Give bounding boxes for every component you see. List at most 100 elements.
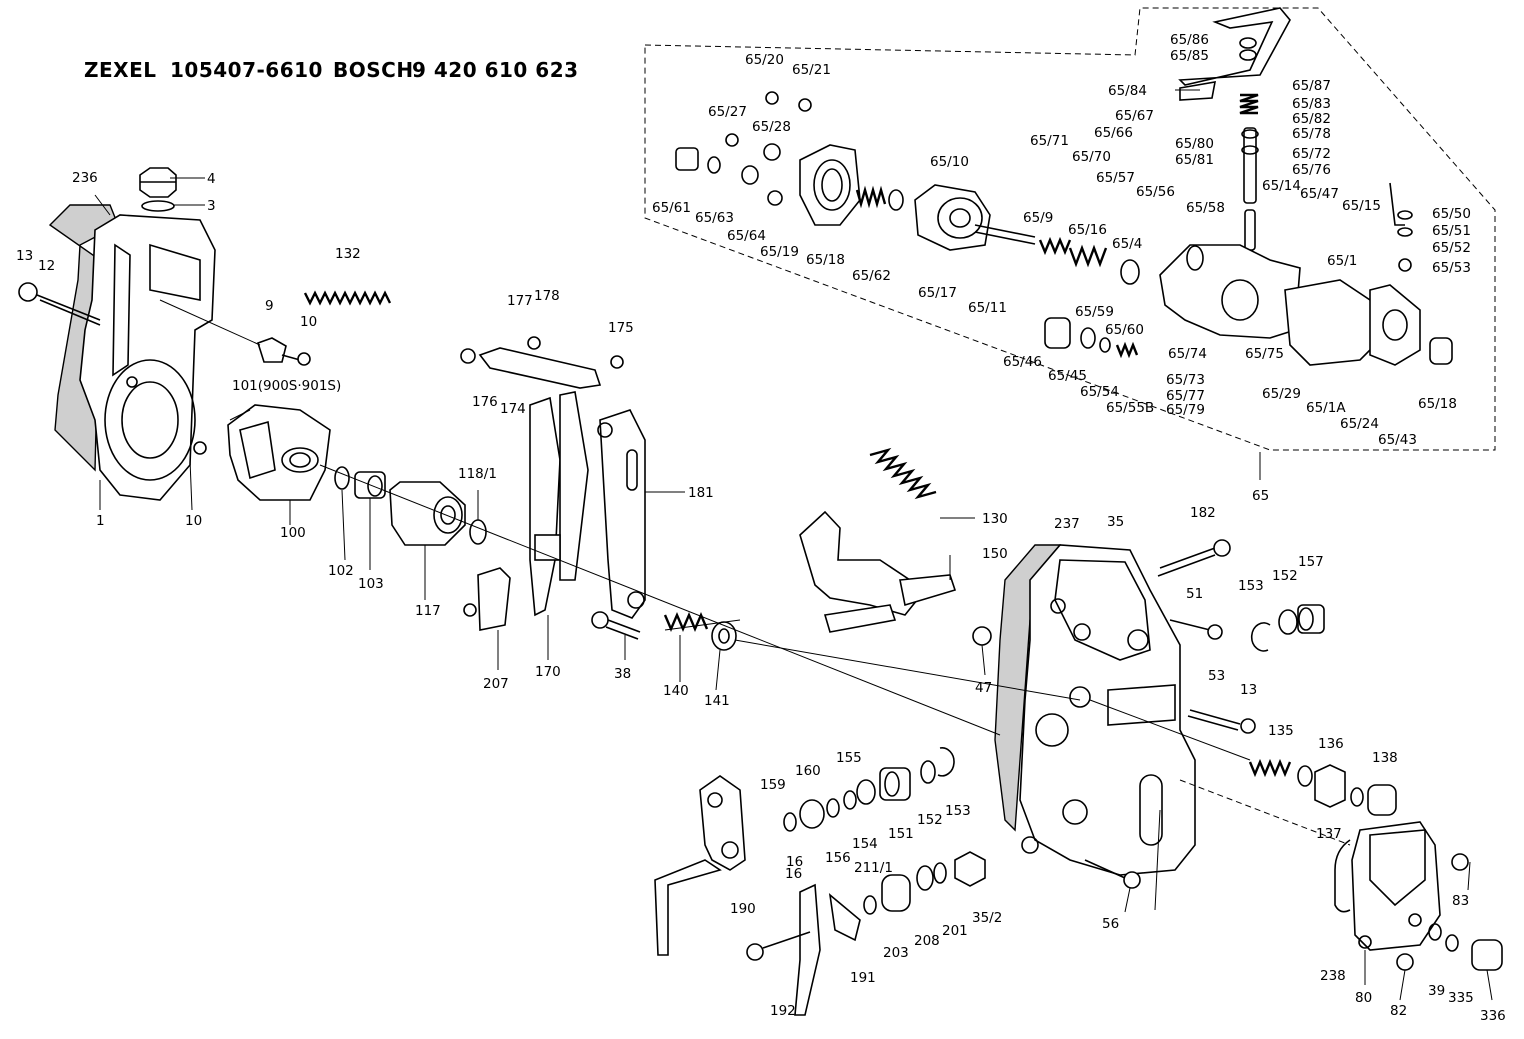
ring-part-152b (920, 760, 936, 784)
header-maker1: ZEXEL (84, 58, 157, 82)
label-150: 150 (982, 546, 1008, 562)
label-65-18: 65/18 (806, 252, 845, 268)
label-65-24: 65/24 (1340, 416, 1379, 432)
link-part-174 (460, 336, 624, 389)
bolt-part-182 (1157, 539, 1231, 577)
label-10b: 10 (185, 513, 202, 529)
bolt-part-192 (746, 931, 811, 961)
label-192: 192 (770, 1003, 796, 1019)
label-190: 190 (730, 901, 756, 917)
label-203: 203 (883, 945, 909, 961)
label-16a: 16 (786, 854, 803, 870)
label-174: 174 (500, 401, 526, 417)
washer-part-135b (1297, 765, 1313, 787)
flyweight-part-100 (227, 404, 331, 501)
label-53: 53 (1208, 668, 1225, 684)
part-203 (881, 874, 911, 912)
label-65-73: 65/73 (1166, 372, 1205, 388)
label-13b: 13 (1240, 682, 1257, 698)
spring-part-65-83 (1239, 93, 1259, 115)
washer-part-65-63 (707, 156, 721, 174)
ring-part-208 (916, 865, 934, 891)
spring-part-132 (303, 290, 392, 306)
washer-part-211-1 (863, 895, 877, 915)
label-177: 177 (507, 293, 533, 309)
label-65-47: 65/47 (1300, 186, 1339, 202)
cover-part-65-18 (799, 144, 861, 226)
spring-part-130 (869, 447, 937, 500)
label-156: 156 (825, 850, 851, 866)
ring-part-201 (933, 862, 947, 884)
cap-part-65-18b (1429, 337, 1453, 365)
label-101: 101(900S·901S) (232, 378, 341, 394)
label-207: 207 (483, 676, 509, 692)
washer-part-65-85 (1239, 49, 1257, 61)
label-65-56: 65/56 (1136, 184, 1175, 200)
label-65-74: 65/74 (1168, 346, 1207, 362)
label-238: 238 (1320, 968, 1346, 984)
label-35-2: 35/2 (972, 910, 1002, 926)
label-140: 140 (663, 683, 689, 699)
label-65-1: 65/1 (1327, 253, 1357, 269)
label-117: 117 (415, 603, 441, 619)
label-80: 80 (1355, 990, 1372, 1006)
label-65-87: 65/87 (1292, 78, 1331, 94)
cap-part-138 (1367, 784, 1397, 816)
bolt-part-65-27 (725, 133, 739, 147)
label-51: 51 (1186, 586, 1203, 602)
label-65-66: 65/66 (1094, 125, 1133, 141)
cover-part-80 (1334, 821, 1441, 951)
cup-part-117 (389, 481, 466, 546)
label-137: 137 (1316, 826, 1342, 842)
washer-part-65-45 (1080, 327, 1096, 349)
plug-part-4 (139, 167, 177, 212)
label-65-67: 65/67 (1115, 108, 1154, 124)
flyweight-part-65-10 (914, 184, 991, 251)
label-83: 83 (1452, 893, 1469, 909)
washer-part-39 (1428, 923, 1442, 941)
label-65-76: 65/76 (1292, 162, 1331, 178)
spring-part-65-55b (1115, 341, 1139, 359)
label-65-10: 65/10 (930, 154, 969, 170)
label-182: 182 (1190, 505, 1216, 521)
label-175: 175 (608, 320, 634, 336)
lever-part-150 (799, 510, 957, 633)
gasket-part-238 (1334, 839, 1351, 913)
label-208: 208 (914, 933, 940, 949)
label-102: 102 (328, 563, 354, 579)
label-65-14: 65/14 (1262, 178, 1301, 194)
label-10a: 10 (300, 314, 317, 330)
label-16b: 16 (785, 866, 802, 882)
label-56: 56 (1102, 916, 1119, 932)
label-65-62: 65/62 (852, 268, 891, 284)
label-4: 4 (207, 171, 216, 187)
label-65-4: 65/4 (1112, 236, 1142, 252)
label-65-57: 65/57 (1096, 170, 1135, 186)
header-part2: 9 420 610 623 (412, 58, 579, 82)
label-151: 151 (888, 826, 914, 842)
bolt-part-82 (1396, 953, 1414, 971)
label-65-46: 65/46 (1003, 354, 1042, 370)
washer-part-65-64 (741, 165, 759, 185)
label-65-86: 65/86 (1170, 32, 1209, 48)
label-1: 1 (96, 513, 105, 529)
label-136: 136 (1318, 736, 1344, 752)
lever-part-190 (654, 775, 746, 956)
label-65-77: 65/77 (1166, 388, 1205, 404)
label-65-72: 65/72 (1292, 146, 1331, 162)
label-132: 132 (335, 246, 361, 262)
label-65-52: 65/52 (1432, 240, 1471, 256)
part-65-46 (1044, 317, 1071, 349)
label-65-43: 65/43 (1378, 432, 1417, 448)
label-65-45: 65/45 (1048, 368, 1087, 384)
part-65-4 (1120, 259, 1140, 285)
label-65-84: 65/84 (1108, 83, 1147, 99)
washer-part-102 (334, 466, 350, 490)
label-155: 155 (836, 750, 862, 766)
label-176: 176 (472, 394, 498, 410)
label-65-82: 65/82 (1292, 111, 1331, 127)
label-65-16: 65/16 (1068, 222, 1107, 238)
lever-part-191 (794, 883, 861, 1016)
spring-part-140 (663, 611, 709, 633)
